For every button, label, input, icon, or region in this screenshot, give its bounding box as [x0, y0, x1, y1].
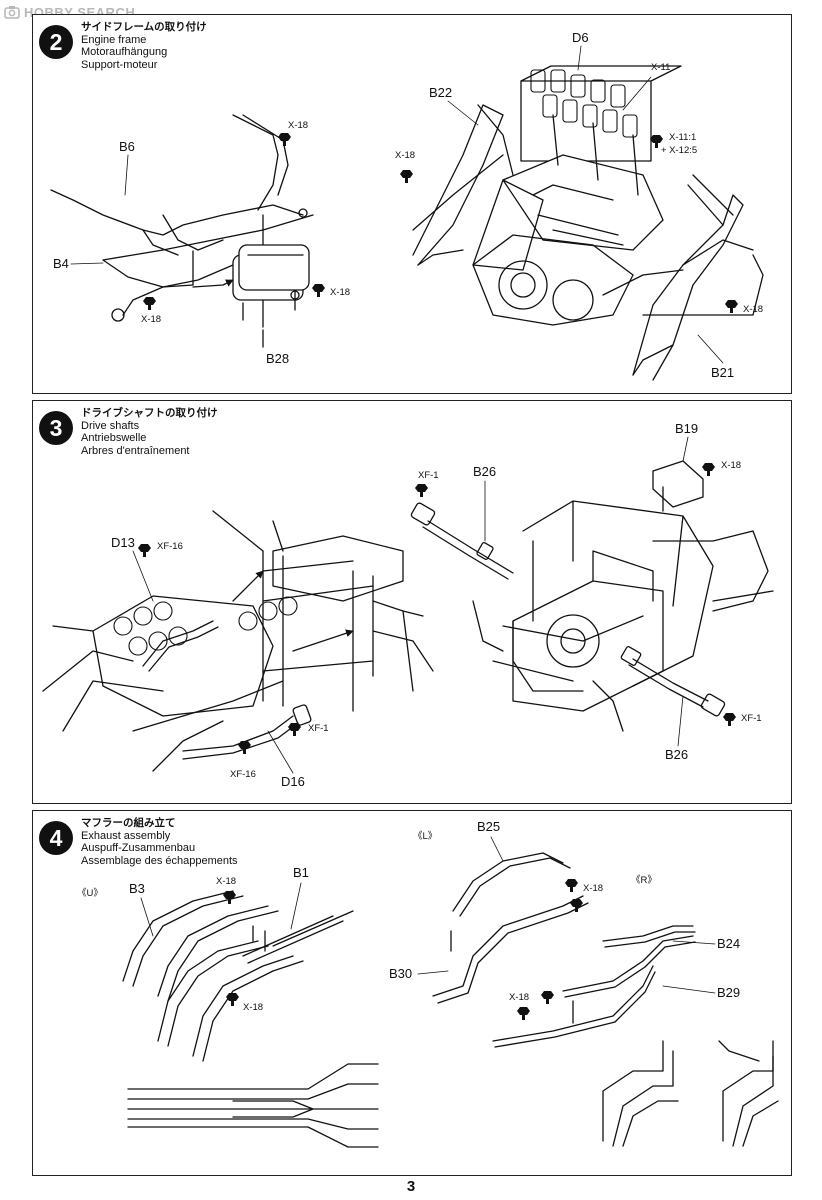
screw-icon [223, 891, 236, 904]
label-x18: X-18 [243, 1002, 263, 1013]
label-b3: B3 [129, 881, 145, 896]
step-titles: マフラーの組み立て Exhaust assembly Auspuff-Zusam… [81, 817, 238, 867]
step-3-illustration: D13 XF-16 XF-1 XF-16 D16 [42, 421, 774, 789]
label-b6: B6 [119, 139, 135, 154]
screw-icon [288, 723, 301, 736]
step-titles: サイドフレームの取り付け Engine frame Motoraufhängun… [81, 21, 207, 71]
screw-icon [400, 170, 413, 183]
lower-exhaust-drawing: 《L》 《R》 [413, 831, 779, 1147]
step-2-panel: 2 サイドフレームの取り付け Engine frame Motoraufhäng… [32, 14, 792, 394]
step-number-badge: 3 [39, 411, 73, 445]
label-r-view: 《R》 [631, 875, 657, 886]
label-x18: X-18 [330, 287, 350, 298]
screw-icon [517, 1007, 530, 1020]
screw-icon [226, 993, 239, 1006]
upper-exhaust-drawing [122, 890, 379, 1148]
label-b24: B24 [717, 936, 740, 951]
screw-icon [312, 284, 325, 297]
side-frame-left-drawing [50, 114, 314, 348]
page-number: 3 [406, 1178, 416, 1195]
title-fr: Arbres d'entraînement [81, 444, 190, 457]
screw-icon [702, 463, 715, 476]
label-b25: B25 [477, 819, 500, 834]
label-x18: X-18 [509, 992, 529, 1003]
step-4-panel: 4 マフラーの組み立て Exhaust assembly Auspuff-Zus… [32, 810, 792, 1176]
screw-icon [565, 879, 578, 892]
step-4-illustration: 《U》 B3 X-18 B1 X-18 《L》 《R》 [77, 819, 779, 1148]
title-jp: サイドフレームの取り付け [81, 21, 207, 33]
label-xf1: XF-1 [418, 470, 439, 481]
screw-icon [725, 300, 738, 313]
title-fr: Support-moteur [81, 58, 158, 71]
label-l-view: 《L》 [413, 831, 437, 842]
step-number-badge: 4 [39, 821, 73, 855]
title-en: Engine frame [81, 33, 147, 46]
screw-icon [278, 133, 291, 146]
title-jp: マフラーの組み立て [81, 817, 176, 829]
screw-icon [570, 899, 583, 912]
label-b1: B1 [293, 865, 309, 880]
title-en: Drive shafts [81, 419, 140, 432]
title-jp: ドライブシャフトの取り付け [81, 407, 218, 419]
step-number-badge: 2 [39, 25, 73, 59]
label-x18: X-18 [288, 120, 308, 131]
label-x12-5: + X-12:5 [661, 145, 697, 156]
step-3-panel: 3 ドライブシャフトの取り付け Drive shafts Antriebswel… [32, 400, 792, 804]
label-x18: X-18 [216, 876, 236, 887]
label-b4: B4 [53, 256, 69, 271]
camera-icon [4, 6, 20, 19]
label-x11-1: X-11:1 [669, 132, 696, 143]
label-d6: D6 [572, 30, 589, 45]
screw-icon [238, 741, 251, 754]
label-d13: D13 [111, 535, 135, 550]
step-header: 4 マフラーの組み立て Exhaust assembly Auspuff-Zus… [39, 817, 238, 867]
label-u-view: 《U》 [77, 888, 103, 899]
screw-icon [650, 135, 663, 148]
screw-icon [138, 544, 151, 557]
label-x18: X-18 [583, 883, 603, 894]
label-b22: B22 [429, 85, 452, 100]
screw-icon [143, 297, 156, 310]
label-b29: B29 [717, 985, 740, 1000]
screw-icon [541, 991, 554, 1004]
label-xf1: XF-1 [741, 713, 762, 724]
label-x18: X-18 [395, 150, 415, 161]
drive-shaft-left-drawing [42, 510, 434, 772]
title-fr: Assemblage des échappements [81, 854, 238, 867]
title-de: Antriebswelle [81, 432, 147, 444]
label-b30: B30 [389, 966, 412, 981]
step-2-illustration: B6 B4 B28 X-18 X-18 X-18 [50, 30, 764, 381]
title-en: Exhaust assembly [81, 829, 171, 842]
title-de: Motoraufhängung [81, 46, 168, 58]
label-x18: X-18 [743, 304, 763, 315]
label-x18: X-18 [141, 314, 161, 325]
step-titles: ドライブシャフトの取り付け Drive shafts Antriebswelle… [81, 407, 218, 457]
label-d16: D16 [281, 774, 305, 789]
label-b28: B28 [266, 351, 289, 366]
title-de: Auspuff-Zusammenbau [81, 842, 196, 854]
label-xf1: XF-1 [308, 723, 329, 734]
label-x18: X-18 [721, 460, 741, 471]
engine-assembly-drawing [412, 65, 764, 381]
step-header: 3 ドライブシャフトの取り付け Drive shafts Antriebswel… [39, 407, 218, 457]
label-xf16: XF-16 [230, 769, 256, 780]
label-b21: B21 [711, 365, 734, 380]
drive-shaft-right-drawing [410, 460, 774, 732]
step-header: 2 サイドフレームの取り付け Engine frame Motoraufhäng… [39, 21, 207, 71]
screw-icon [415, 484, 428, 497]
label-b26: B26 [665, 747, 688, 762]
label-x11: X-11 [651, 62, 670, 73]
label-b26: B26 [473, 464, 496, 479]
label-xf16: XF-16 [157, 541, 183, 552]
screw-icon [723, 713, 736, 726]
label-b19: B19 [675, 421, 698, 436]
